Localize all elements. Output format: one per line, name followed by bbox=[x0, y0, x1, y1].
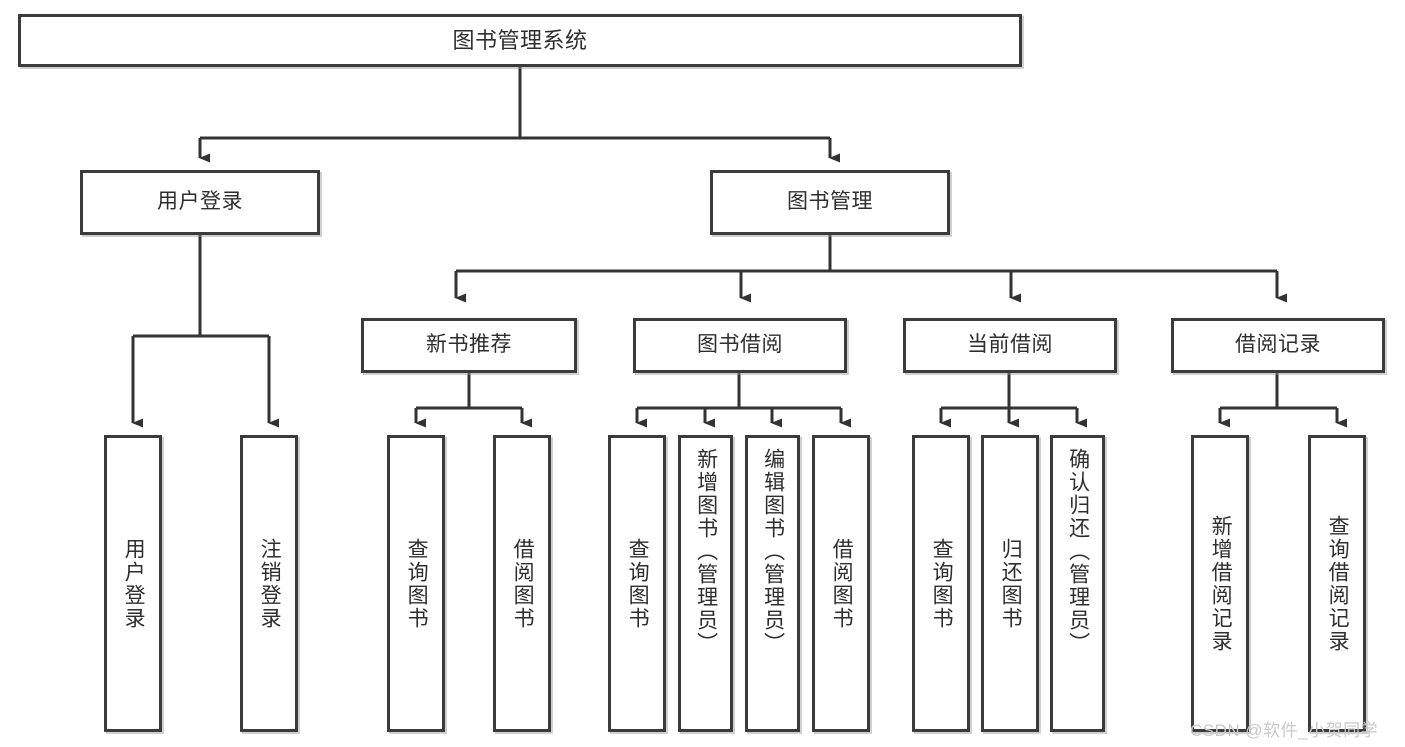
node-label: 编辑图书（管理员） bbox=[761, 448, 785, 655]
node-borrow-record[interactable]: 借阅记录 bbox=[1171, 318, 1385, 373]
leaf-logout[interactable]: 注销登录 bbox=[240, 435, 298, 732]
node-label: 注销登录 bbox=[258, 537, 282, 630]
leaf-borrow-record-add-record[interactable]: 新增借阅记录 bbox=[1191, 435, 1249, 732]
leaf-borrow-record-query-record[interactable]: 查询借阅记录 bbox=[1308, 435, 1366, 732]
node-label: 用户登录 bbox=[157, 190, 243, 214]
node-label: 查询图书 bbox=[930, 537, 954, 630]
node-label: 新书推荐 bbox=[426, 333, 512, 357]
leaf-book-borrow-query-book[interactable]: 查询图书 bbox=[608, 435, 666, 732]
node-book-management[interactable]: 图书管理 bbox=[710, 170, 950, 235]
leaf-current-borrow-query-book[interactable]: 查询图书 bbox=[912, 435, 970, 732]
leaf-new-book-borrow-book[interactable]: 借阅图书 bbox=[493, 435, 551, 732]
node-label: 借阅记录 bbox=[1235, 333, 1321, 357]
node-label: 图书借阅 bbox=[697, 333, 783, 357]
node-label: 图书管理 bbox=[787, 190, 873, 214]
node-book-borrow[interactable]: 图书借阅 bbox=[633, 318, 847, 373]
node-user-login[interactable]: 用户登录 bbox=[80, 170, 320, 235]
leaf-new-book-query-book[interactable]: 查询图书 bbox=[387, 435, 445, 732]
node-label: 借阅图书 bbox=[830, 537, 854, 630]
node-label: 用户登录 bbox=[122, 537, 146, 630]
leaf-current-borrow-return-book[interactable]: 归还图书 bbox=[981, 435, 1039, 732]
leaf-book-borrow-edit-book-admin[interactable]: 编辑图书（管理员） bbox=[745, 435, 800, 732]
node-root-book-management-system[interactable]: 图书管理系统 bbox=[18, 14, 1022, 67]
leaf-book-borrow-borrow-book[interactable]: 借阅图书 bbox=[812, 435, 870, 732]
node-label: 确认归还（管理员） bbox=[1066, 448, 1090, 655]
node-label: 当前借阅 bbox=[967, 333, 1053, 357]
node-label: 新增图书（管理员） bbox=[694, 448, 718, 655]
leaf-current-borrow-confirm-return-admin[interactable]: 确认归还（管理员） bbox=[1050, 435, 1105, 732]
node-new-book-recommend[interactable]: 新书推荐 bbox=[361, 318, 577, 373]
node-current-borrow[interactable]: 当前借阅 bbox=[903, 318, 1117, 373]
node-label: 归还图书 bbox=[999, 537, 1023, 630]
csdn-watermark: CSDN @软件_小贺同学 bbox=[1190, 716, 1378, 741]
leaf-book-borrow-add-book-admin[interactable]: 新增图书（管理员） bbox=[678, 435, 733, 732]
node-label: 查询图书 bbox=[626, 537, 650, 630]
node-label: 借阅图书 bbox=[511, 537, 535, 630]
leaf-user-login[interactable]: 用户登录 bbox=[104, 435, 162, 732]
node-label: 查询借阅记录 bbox=[1326, 514, 1350, 653]
node-label: 新增借阅记录 bbox=[1209, 514, 1233, 653]
node-label: 查询图书 bbox=[405, 537, 429, 630]
node-label: 图书管理系统 bbox=[452, 27, 588, 53]
watermark-text: CSDN @软件_小贺同学 bbox=[1190, 721, 1379, 740]
